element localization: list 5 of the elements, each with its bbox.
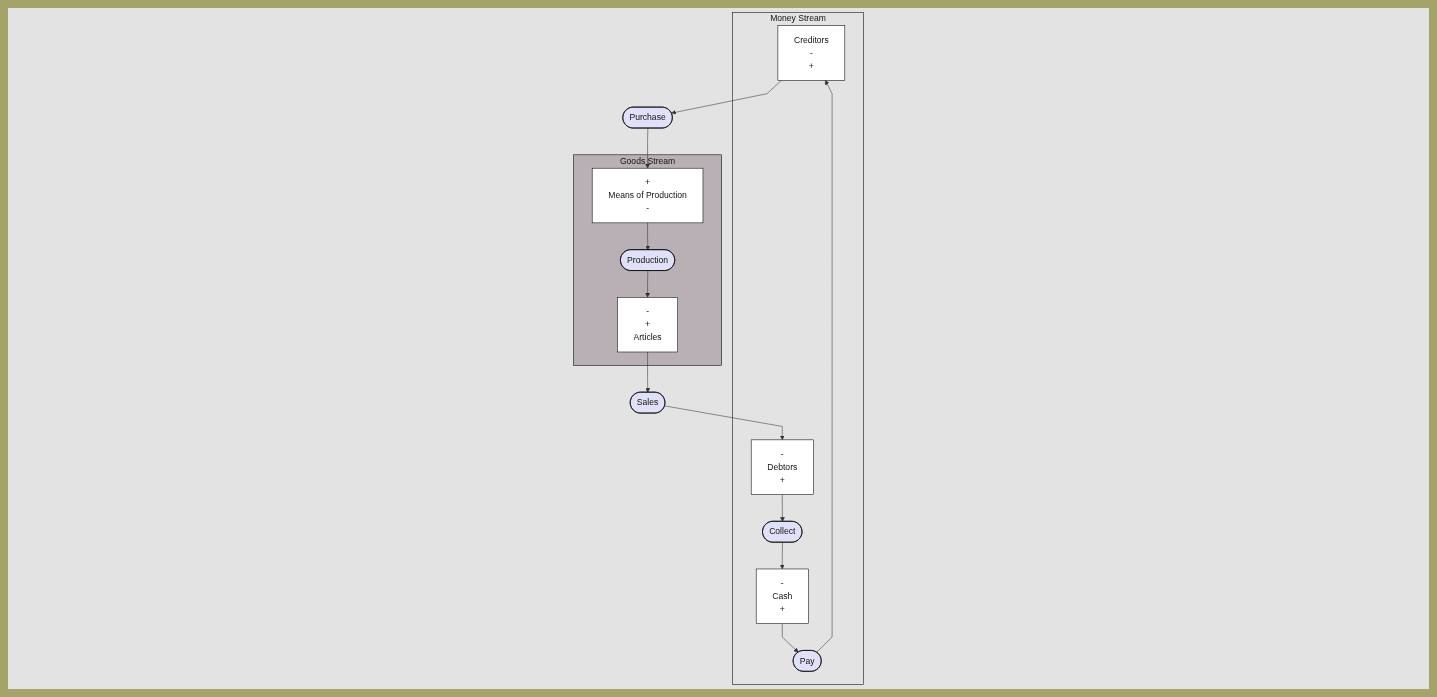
node-box: Creditors - + [777,25,846,81]
node-box: + Means of Production - [591,167,704,224]
node-box: - Cash + [755,568,809,624]
node-box: - + Articles [617,297,678,353]
node-box: - Debtors + [750,439,814,495]
